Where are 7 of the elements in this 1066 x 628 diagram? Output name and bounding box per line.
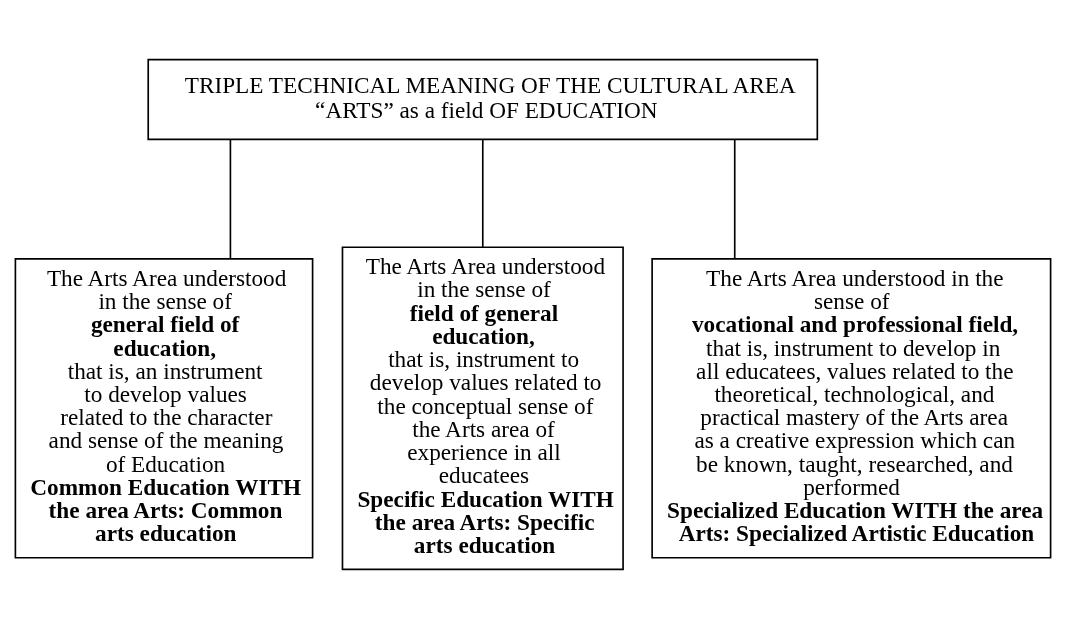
node-box: The Arts Area understood in the sense of field of general education, that is, instrument to develop values related to the conceptual sense of the Arts area of experience in all educatees Specific Education WITH the area Arts: Specific arts education bbox=[341, 245, 624, 570]
connector bbox=[481, 138, 484, 248]
connector bbox=[733, 138, 736, 260]
node-box: The Arts Area understood in the sense of general field of education, that is, an instrument to develop values related to the character and sense of the meaning of Education Common Education WITH the area Arts: Common arts education bbox=[14, 257, 314, 559]
node-box: TRIPLE TECHNICAL MEANING OF THE CULTURAL AREA “ARTS” as a field OF EDUCATION bbox=[147, 58, 819, 140]
node-box: The Arts Area understood in the sense of vocational and professional field, that is, instrument to develop in all educatees, values related to the theoretical, technological, and practical mastery of the Arts area as a creative expression which can be known, taught, researched, and performed Specialized Education WITH the area Arts: Specialized Artistic Education bbox=[651, 257, 1052, 559]
connector bbox=[229, 138, 232, 260]
